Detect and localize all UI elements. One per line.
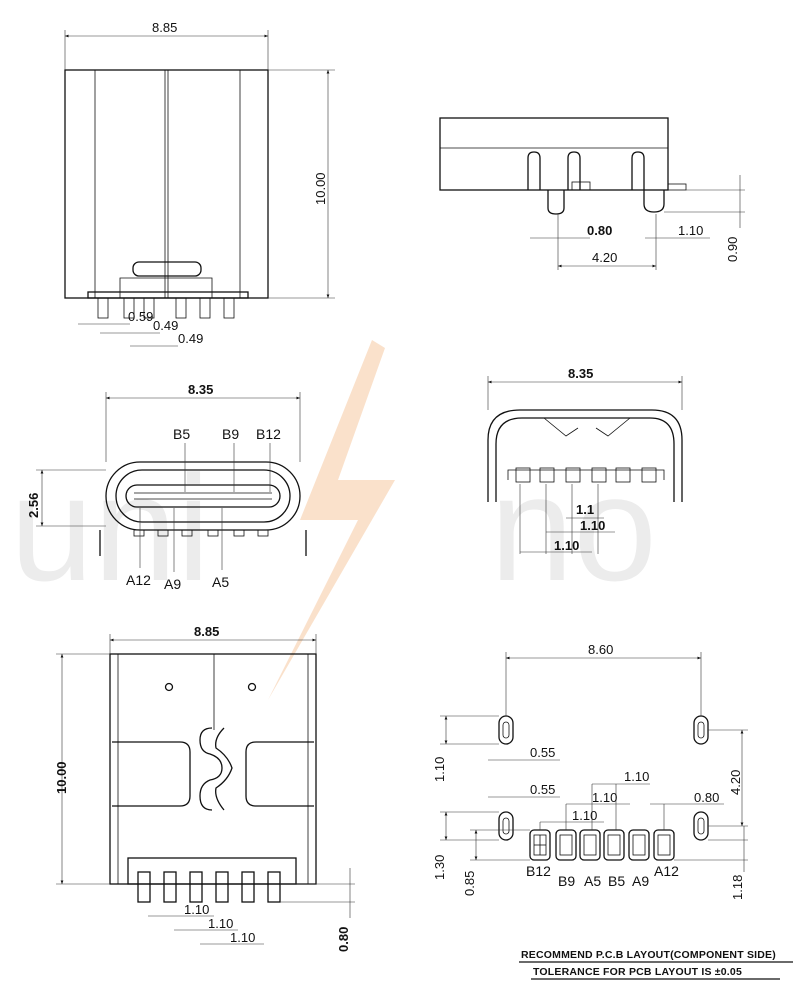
pcb-d-1-10-c-dim: 1.10 xyxy=(572,808,597,823)
rear-d3-dim: 1.10 xyxy=(554,538,579,553)
note-line-1: RECOMMEND P.C.B LAYOUT(COMPONENT SIDE) xyxy=(521,949,776,961)
pcb-d-1-10-b-dim: 1.10 xyxy=(592,790,617,805)
pcb-pin-label: A9 xyxy=(632,873,649,889)
side-d3-dim: 4.20 xyxy=(592,250,617,265)
bottom-width-dim: 8.85 xyxy=(194,624,219,639)
pcb-d-1-10-dim: 1.10 xyxy=(432,757,447,782)
top-pitch-c-dim: 0.49 xyxy=(178,331,203,346)
watermark-text-right: no xyxy=(490,444,657,612)
rear-d1-dim: 1.1 xyxy=(576,502,594,517)
bottom-p2-dim: 1.10 xyxy=(208,916,233,931)
side-d2-dim: 1.10 xyxy=(678,223,703,238)
pcb-pin-label: A12 xyxy=(654,863,679,879)
pcb-layout: 8.60 1.10 0.55 0.55 4.20 1.10 1.10 1.10 … xyxy=(432,642,748,900)
front-view: 8.35 2.56 B5 B9 B12 A12 A9 A5 xyxy=(26,382,307,592)
bottom-d4-dim: 0.80 xyxy=(336,927,351,952)
bottom-view: 8.85 10.00 1.10 1.10 1.10 0.80 xyxy=(54,624,355,952)
pcb-pin-label: A5 xyxy=(584,873,601,889)
side-d4-dim: 0.90 xyxy=(725,237,740,262)
top-height-dim: 10.00 xyxy=(313,172,328,205)
front-pin-label: A9 xyxy=(164,576,181,592)
pcb-d-0-85-dim: 0.85 xyxy=(462,871,477,896)
bottom-height-dim: 10.00 xyxy=(54,761,69,794)
rear-d2-dim: 1.10 xyxy=(580,518,605,533)
note-line-2: TOLERANCE FOR PCB LAYOUT IS ±0.05 xyxy=(533,966,742,978)
bottom-p1-dim: 1.10 xyxy=(184,902,209,917)
top-view: 8.85 10.00 0.59 0.49 0.49 xyxy=(64,20,335,347)
pcb-pin-label: B12 xyxy=(526,863,551,879)
front-height-dim: 2.56 xyxy=(26,493,41,518)
top-pitch-b-dim: 0.49 xyxy=(153,318,178,333)
front-pin-label: B5 xyxy=(173,426,190,442)
pcb-d-0-55-b-dim: 0.55 xyxy=(530,782,555,797)
pcb-pin-label: B5 xyxy=(608,873,625,889)
pcb-d-1-30-dim: 1.30 xyxy=(432,855,447,880)
front-width-dim: 8.35 xyxy=(188,382,213,397)
watermark-bolt-icon xyxy=(268,340,395,700)
watermark: uni no xyxy=(10,340,657,700)
pcb-d-1-18-dim: 1.18 xyxy=(730,875,745,900)
front-pin-label: A5 xyxy=(212,574,229,590)
pcb-d-4-20-dim: 4.20 xyxy=(728,770,743,795)
top-pitch-a-dim: 0.59 xyxy=(128,309,153,324)
pcb-width-dim: 8.60 xyxy=(588,642,613,657)
pcb-d-0-80-dim: 0.80 xyxy=(694,790,719,805)
pcb-pin-label: B9 xyxy=(558,873,575,889)
rear-view: 8.35 1.1 1.10 1.10 xyxy=(487,366,683,554)
front-pin-label: B9 xyxy=(222,426,239,442)
pcb-d-0-55-a-dim: 0.55 xyxy=(530,745,555,760)
front-pin-label: B12 xyxy=(256,426,281,442)
front-pin-label: A12 xyxy=(126,572,151,588)
side-view: 0.80 1.10 4.20 0.90 xyxy=(439,117,745,270)
pcb-d-1-10-a-dim: 1.10 xyxy=(624,769,649,784)
rear-width-dim: 8.35 xyxy=(568,366,593,381)
bottom-p3-dim: 1.10 xyxy=(230,930,255,945)
top-width-dim: 8.85 xyxy=(152,20,177,35)
side-d1-dim: 0.80 xyxy=(587,223,612,238)
layout-notes: RECOMMEND P.C.B LAYOUT(COMPONENT SIDE) T… xyxy=(519,949,793,980)
